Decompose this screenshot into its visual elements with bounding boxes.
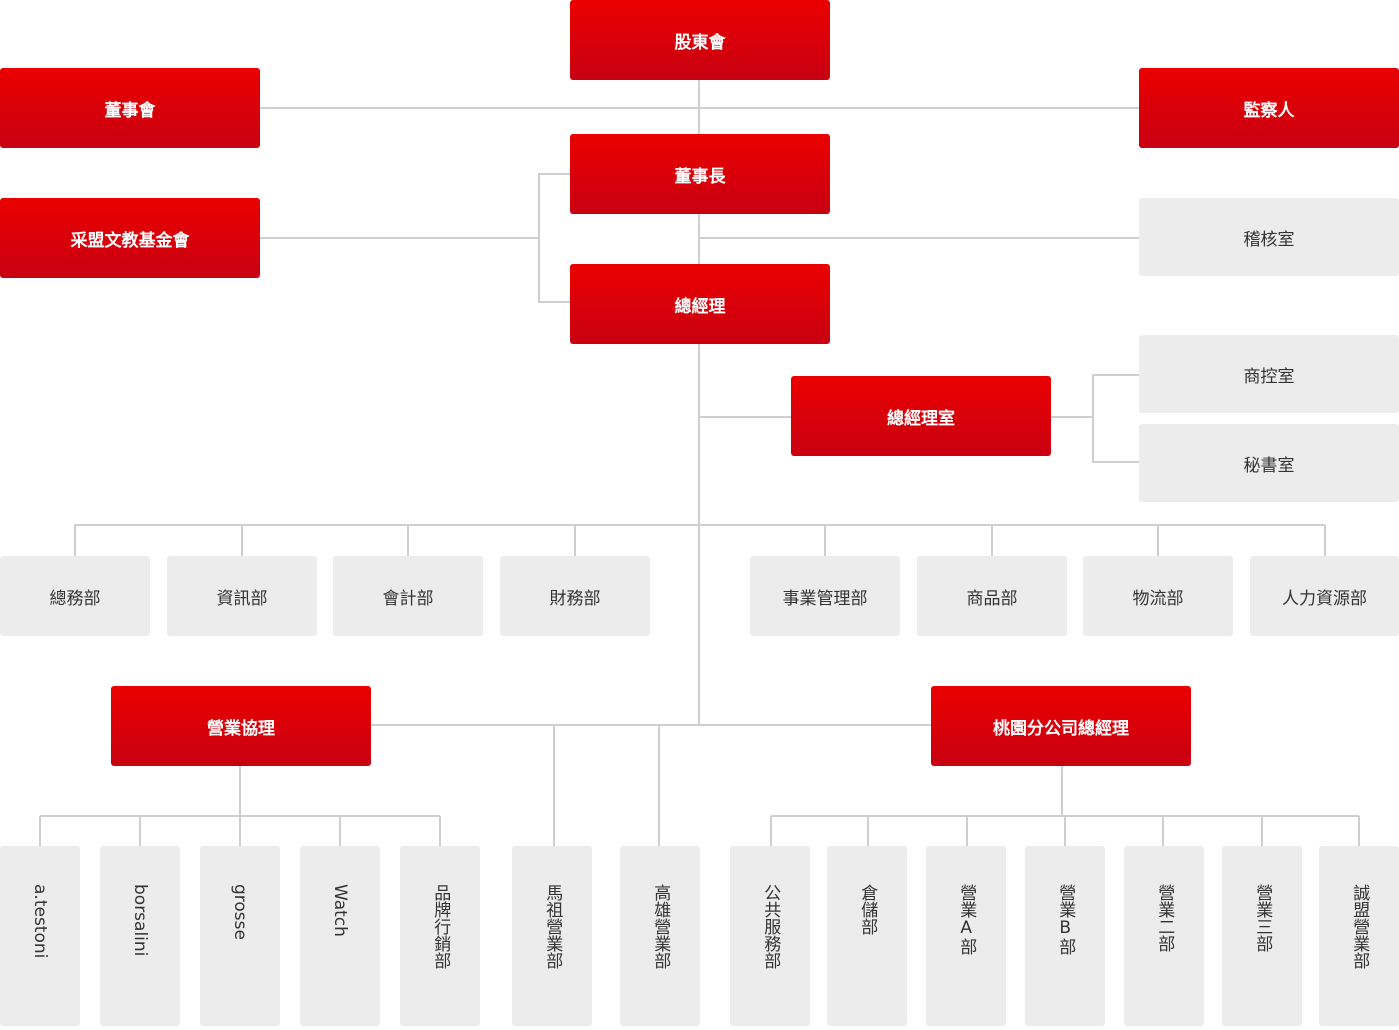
department-label: 物流部 [1132, 588, 1184, 609]
department-label: 總務部 [49, 588, 101, 609]
branch-box: 馬祖營業部 [512, 846, 592, 1026]
department-label: 事業管理部 [782, 588, 868, 609]
taoyuan-unit-label: 誠盟營業部 [1349, 884, 1370, 969]
foundation-box: 采盟文教基金會 [0, 198, 260, 278]
department-box: 事業管理部 [750, 556, 900, 636]
department-box: 總務部 [0, 556, 150, 636]
merch-control-box: 商控室 [1139, 335, 1399, 413]
branch-label: 高雄營業部 [650, 884, 671, 969]
sales-vp-box: 營業協理 [111, 686, 371, 766]
secretary-box: 秘書室 [1139, 424, 1399, 502]
audit-label: 稽核室 [1243, 229, 1295, 250]
department-label: 會計部 [382, 588, 434, 609]
brand-label: a.testoni [30, 884, 51, 959]
audit-box: 稽核室 [1139, 198, 1399, 276]
taoyuan-unit-box: 倉儲部 [827, 846, 907, 1026]
department-box: 人力資源部 [1250, 556, 1399, 636]
taoyuan-unit-label: 營業二部 [1154, 884, 1175, 952]
department-label: 資訊部 [216, 588, 268, 609]
department-label: 財務部 [549, 588, 601, 609]
taoyuan-gm-box: 桃園分公司總經理 [931, 686, 1191, 766]
taoyuan-unit-label: 營業三部 [1252, 884, 1273, 952]
president-box: 總經理 [570, 264, 830, 344]
brand-label: grosse [230, 884, 251, 940]
board-box: 董事會 [0, 68, 260, 148]
department-box: 資訊部 [167, 556, 317, 636]
taoyuan-gm-label: 桃園分公司總經理 [993, 718, 1129, 739]
merch-control-label: 商控室 [1243, 366, 1295, 387]
branch-label: 馬祖營業部 [542, 884, 563, 969]
chairman-box: 董事長 [570, 134, 830, 214]
brand-label: borsalini [130, 884, 151, 957]
shareholders-label: 股東會 [674, 32, 726, 53]
taoyuan-unit-box: 營業二部 [1124, 846, 1204, 1026]
shareholders-box: 股東會 [570, 0, 830, 80]
brand-label: 品牌行銷部 [430, 884, 451, 969]
taoyuan-unit-label: 倉儲部 [857, 884, 878, 935]
brand-box: grosse [200, 846, 280, 1026]
department-label: 商品部 [966, 588, 1018, 609]
taoyuan-unit-label: 營業B部 [1055, 884, 1076, 955]
taoyuan-unit-box: 公共服務部 [730, 846, 810, 1026]
taoyuan-unit-label: 公共服務部 [760, 884, 781, 969]
president-office-box: 總經理室 [791, 376, 1051, 456]
department-label: 人力資源部 [1282, 588, 1367, 609]
department-box: 財務部 [500, 556, 650, 636]
supervisor-label: 監察人 [1243, 100, 1295, 121]
branch-box: 高雄營業部 [620, 846, 700, 1026]
president-label: 總經理 [674, 296, 726, 317]
foundation-label: 采盟文教基金會 [70, 230, 190, 251]
secretary-label: 秘書室 [1243, 455, 1295, 476]
taoyuan-unit-box: 營業A部 [926, 846, 1006, 1026]
board-label: 董事會 [104, 100, 156, 121]
brand-box: borsalini [100, 846, 180, 1026]
sales-vp-label: 營業協理 [207, 718, 275, 739]
brand-box: 品牌行銷部 [400, 846, 480, 1026]
department-box: 物流部 [1083, 556, 1233, 636]
brand-label: Watch [330, 884, 351, 937]
supervisor-box: 監察人 [1139, 68, 1399, 148]
taoyuan-unit-box: 營業三部 [1222, 846, 1302, 1026]
brand-box: Watch [300, 846, 380, 1026]
brand-box: a.testoni [0, 846, 80, 1026]
department-box: 會計部 [333, 556, 483, 636]
taoyuan-unit-box: 誠盟營業部 [1319, 846, 1399, 1026]
taoyuan-unit-label: 營業A部 [956, 884, 977, 955]
president-office-label: 總經理室 [887, 408, 955, 429]
chairman-label: 董事長 [674, 166, 726, 187]
taoyuan-unit-box: 營業B部 [1025, 846, 1105, 1026]
department-box: 商品部 [917, 556, 1067, 636]
